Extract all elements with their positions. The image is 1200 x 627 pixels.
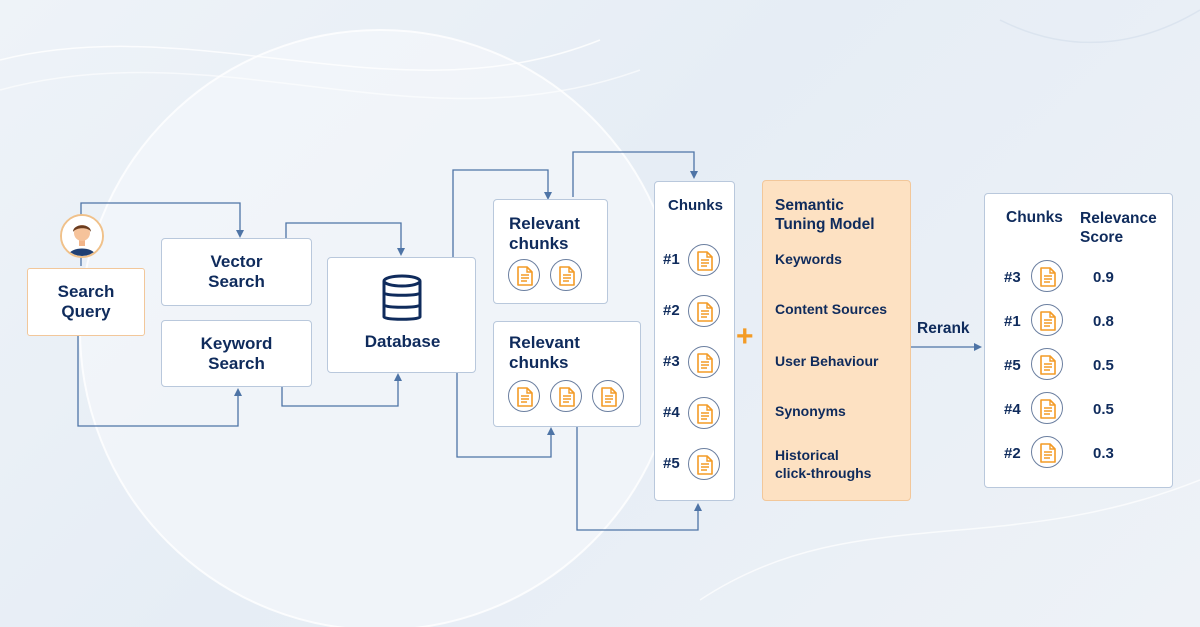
relevance-score: 0.5 xyxy=(1093,401,1114,418)
ranked-chunk-number: #1 xyxy=(1004,313,1021,330)
chunk-number: #2 xyxy=(663,302,680,319)
semantic-tuning-model-box: Semantic Tuning Model Keywords Content S… xyxy=(762,180,911,501)
tuning-factor-historical-line1: Historical xyxy=(775,447,839,463)
document-icon xyxy=(550,380,582,412)
tuning-factor-historical-line2: click-throughs xyxy=(775,465,872,481)
vector-search-label-line2: Search xyxy=(208,272,265,291)
search-query-box: Search Query xyxy=(27,268,145,336)
document-icon xyxy=(592,380,624,412)
document-icon xyxy=(688,448,720,480)
relevant-top-title-line2: chunks xyxy=(509,234,569,253)
arrow-query-to-keyword xyxy=(77,336,242,427)
ranked-chunk-number: #3 xyxy=(1004,269,1021,286)
arrow-relevant-top-to-chunks xyxy=(572,151,698,197)
ranked-header-score: Score xyxy=(1080,229,1124,246)
document-icon xyxy=(550,259,582,291)
relevant-chunks-box-top: Relevant chunks xyxy=(493,199,608,304)
document-icon xyxy=(688,397,720,429)
ranked-chunk-number: #4 xyxy=(1004,401,1021,418)
database-label: Database xyxy=(364,332,441,351)
rerank-label: Rerank xyxy=(917,320,970,337)
chunk-number: #1 xyxy=(663,251,680,268)
ranked-chunk-number: #2 xyxy=(1004,445,1021,462)
chunks-list-title: Chunks xyxy=(667,197,723,214)
keyword-search-label-line2: Search xyxy=(208,353,265,373)
relevant-top-title-line1: Relevant xyxy=(509,214,580,233)
arrow-relevant-bottom-to-chunks xyxy=(576,427,702,531)
arrow-keyword-to-database xyxy=(281,373,402,407)
document-icon xyxy=(508,380,540,412)
ranked-chunk-number: #5 xyxy=(1004,357,1021,374)
relevance-score: 0.5 xyxy=(1093,357,1114,374)
vector-search-box: Vector Search xyxy=(161,238,312,306)
plus-symbol: + xyxy=(736,320,754,353)
ranked-header-relevance: Relevance xyxy=(1080,210,1157,227)
tuning-title-line2: Tuning Model xyxy=(775,216,875,233)
document-icon xyxy=(1031,348,1063,380)
relevant-chunks-box-bottom: Relevant chunks xyxy=(493,321,641,427)
document-icon xyxy=(508,259,540,291)
document-icon xyxy=(1031,260,1063,292)
ranked-chunks-box: Chunks Relevance Score #3 0.9 #1 0.8 #5 0.5 #4… xyxy=(984,193,1173,488)
relevance-score: 0.9 xyxy=(1093,269,1114,286)
arrow-vector-to-database xyxy=(285,222,405,256)
tuning-title-line1: Semantic xyxy=(775,197,844,214)
relevance-score: 0.8 xyxy=(1093,313,1114,330)
document-icon xyxy=(688,244,720,276)
database-box: Database xyxy=(327,257,476,373)
document-icon xyxy=(1031,304,1063,336)
database-icon xyxy=(382,274,422,321)
vector-search-label-line1: Vector xyxy=(210,252,263,271)
ranked-header-chunks: Chunks xyxy=(1006,209,1063,226)
arrow-database-to-relevant-top xyxy=(452,169,552,258)
relevant-bottom-title-line2: chunks xyxy=(509,353,569,372)
user-avatar-icon xyxy=(60,214,104,258)
search-query-label-line1: Search xyxy=(57,282,115,301)
search-query-label-line2: Query xyxy=(61,302,111,321)
document-icon xyxy=(688,346,720,378)
chunk-number: #3 xyxy=(663,353,680,370)
tuning-factor-user-behaviour: User Behaviour xyxy=(775,353,879,369)
arrow-database-to-relevant-bottom xyxy=(456,373,555,458)
tuning-factor-content-sources: Content Sources xyxy=(775,301,888,317)
chunks-list-box: Chunks #1 #2 #3 #4 #5 xyxy=(654,181,735,501)
relevant-bottom-title-line1: Relevant xyxy=(509,333,580,352)
keyword-search-label-line1: Keyword xyxy=(200,333,273,353)
document-icon xyxy=(1031,436,1063,468)
document-icon xyxy=(688,295,720,327)
keyword-search-box: Keyword Search xyxy=(161,320,312,387)
relevance-score: 0.3 xyxy=(1093,445,1114,462)
document-icon xyxy=(1031,392,1063,424)
tuning-factor-synonyms: Synonyms xyxy=(775,403,846,419)
tuning-factor-keywords: Keywords xyxy=(775,251,842,267)
chunk-number: #4 xyxy=(663,404,680,421)
chunk-number: #5 xyxy=(663,455,680,472)
